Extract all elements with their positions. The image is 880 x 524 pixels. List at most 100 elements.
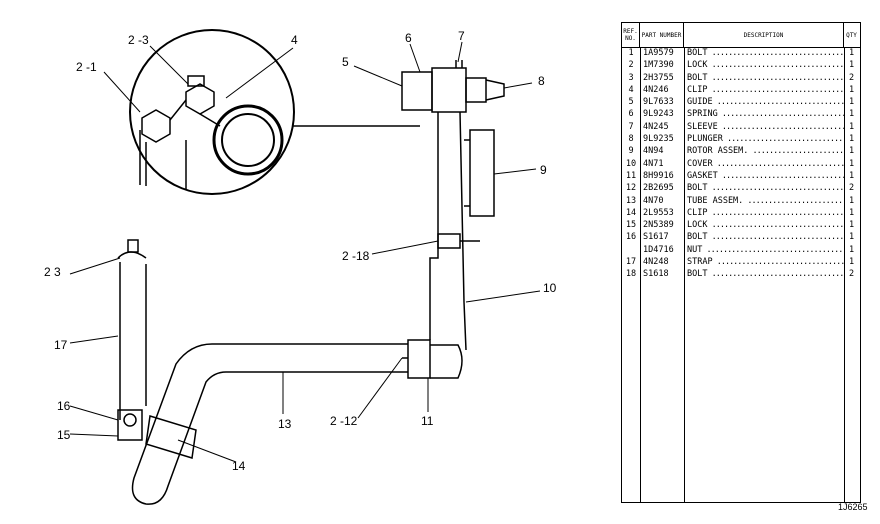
qty-cell: 1 [848,207,855,218]
callout-9: 9 [540,163,547,177]
table-row: 1 1A9579 BOLT ............................… [622,47,860,59]
ref-cell: 13 [625,195,637,206]
header-ref-no: REF. NO. [622,23,640,47]
callout-16: 16 [57,399,71,413]
description-cell: STRAP ..................................… [687,257,844,268]
part-number-cell: 4N245 [643,121,669,132]
description-cell: BOLT ...................................… [687,48,844,58]
callout-2-12: 2 -12 [330,414,358,428]
description-cell: ROTOR ASSEM. ...........................… [687,146,844,157]
part-number-cell: S1618 [643,269,669,280]
qty-cell: 1 [848,97,855,108]
part-number-cell: 9L9243 [643,109,674,120]
callout-2-3-detail: 2 -3 [128,33,149,47]
ref-cell: 15 [625,220,637,231]
ref-cell: 4 [628,84,634,95]
part-number-cell: 8H9916 [643,170,674,181]
qty-cell: 1 [848,158,855,169]
part-number-cell: 2N5389 [643,220,674,231]
lower-clamp-block [407,339,431,379]
qty-cell: 1 [848,195,855,206]
description-cell: GUIDE ..................................… [687,97,844,108]
description-cell: COVER ..................................… [687,158,844,169]
part-number-cell: 1A9579 [643,48,674,58]
parts-exploded-diagram: 2 -1 2 -3 4 5 6 7 8 9 2 -18 10 2 3 17 13… [44,29,557,505]
ref-cell: 8 [628,134,634,145]
header-qty: QTY [846,31,857,39]
description-cell: CLIP ...................................… [687,207,844,218]
ref-cell: 11 [625,170,637,181]
part-number-cell: S1617 [643,232,669,243]
qty-cell: 1 [848,146,855,157]
ref-cell: 14 [625,207,637,218]
description-cell: NUT ....................................… [687,244,844,255]
ref-cell [622,244,640,256]
qty-cell: 1 [848,48,855,58]
part-number-cell: 4N71 [643,158,664,169]
part-number-cell: 9L7633 [643,97,674,108]
callout-13: 13 [278,417,292,431]
callout-17: 17 [54,338,68,352]
description-cell: TUBE ASSEM. ............................… [687,195,844,206]
part-number-cell: 4N246 [643,84,669,95]
main-column [429,112,439,340]
detail-bolt-upper [185,83,215,115]
ref-cell: 12 [625,183,637,194]
table-row: 18 S1618 BOLT ............................… [622,268,860,280]
ref-cell: 1 [628,48,634,58]
table-row: 9 4N94 ROTOR ASSEM. ......................… [622,145,860,157]
qty-cell: 1 [848,121,855,132]
part-number-cell: 1M7390 [643,60,674,71]
qty-cell: 2 [848,269,855,280]
part-number-cell: 2H3755 [643,72,674,83]
callout-14: 14 [232,459,246,473]
description-cell: BOLT ...................................… [687,232,844,243]
ref-cell: 18 [625,269,637,280]
ref-cell: 2 [628,60,634,71]
qty-cell: 1 [848,170,855,181]
qty-cell: 1 [848,109,855,120]
qty-cell: 1 [848,60,855,71]
part-number-cell: 4N94 [643,146,664,157]
table-row: 4 4N246 CLIP .............................… [622,84,860,96]
callout-10: 10 [543,281,557,295]
description-cell: BOLT ...................................… [687,269,844,280]
callout-4: 4 [291,33,298,47]
rotor-assembly [469,129,495,217]
callout-2-1: 2 -1 [76,60,97,74]
callout-2-3: 2 3 [44,265,61,279]
description-cell: PLUNGER ................................… [687,134,844,145]
qty-cell: 1 [848,84,855,95]
table-row: 14 2L9553 CLIP ...........................… [622,207,860,219]
ref-cell: 7 [628,121,634,132]
ref-cell: 17 [625,257,637,268]
ref-cell: 5 [628,97,634,108]
part-number-cell: 2B2695 [643,183,674,194]
description-cell: BOLT ...................................… [687,72,844,83]
plunger-tip [485,79,505,101]
header-part-number: PART NUMBER [640,23,684,47]
header-description: DESCRIPTION [684,23,844,47]
ref-cell: 9 [628,146,634,157]
qty-cell: 1 [848,257,855,268]
detail-bolt-lower [141,109,171,143]
qty-cell: 1 [848,244,855,255]
callout-15: 15 [57,428,71,442]
table-row: 5 9L7633 GUIDE ...........................… [622,96,860,108]
qty-cell: 1 [848,220,855,231]
detail-circle [129,29,295,195]
part-number-cell: 2L9553 [643,207,674,218]
description-cell: CLIP ...................................… [687,84,844,95]
tube-assembly [131,343,408,505]
